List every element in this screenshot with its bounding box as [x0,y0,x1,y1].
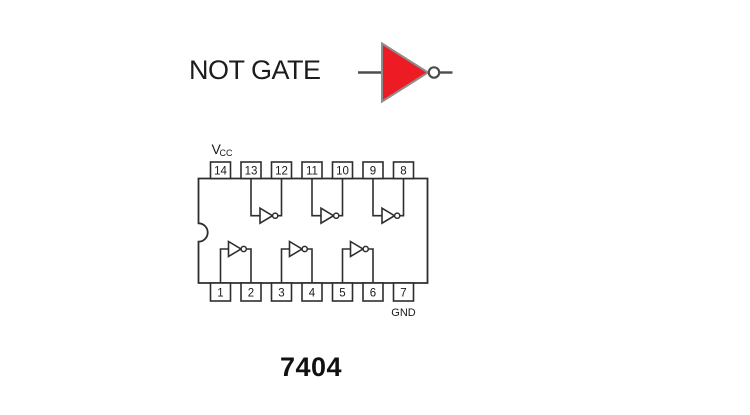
pin-number: 2 [248,288,254,300]
inverter-output-wire [399,178,405,217]
inverter-triangle-icon [381,41,430,104]
inverter-input-wire [219,248,229,283]
inverter-output-wire [277,178,283,217]
inverter-output-wire [368,248,374,283]
inverter-gate-1-2 [219,240,252,283]
inverter-gate-5-6 [341,240,374,283]
svg-text:CC: CC [220,148,233,158]
pin-7: 7 [392,282,415,302]
pin-5: 5 [331,282,354,302]
pin-8: 8 [392,161,415,180]
pin-6: 6 [362,282,384,302]
inverter-output-wire [338,178,344,217]
ic-body [197,177,429,284]
inversion-bubble-icon [332,212,340,220]
pin-10: 10 [331,161,354,180]
inversion-bubble-icon [240,245,248,253]
inverter-output-wire [307,248,313,283]
inverter-triangle-icon [349,240,365,258]
inversion-bubble-icon [271,212,279,220]
pin-number: 7 [400,288,406,300]
inverter-gate-11-10 [311,178,344,225]
pin-14: 14 [209,161,232,180]
pin-number: 12 [275,166,288,178]
pin-number: 8 [400,166,406,178]
pin-number: 13 [245,166,258,178]
inverter-triangle-icon [259,206,275,225]
not-gate-symbol [358,41,453,104]
inverter-triangle-icon [320,206,336,225]
pin-number: 4 [309,288,316,300]
inverter-output-wire [246,248,252,283]
inverter-gate-3-4 [280,240,313,283]
pin-12: 12 [270,161,293,180]
pin-number: 9 [370,166,376,178]
inverter-input-wire [311,178,321,217]
pin-number: 1 [217,288,223,300]
inverter-input-wire [280,248,290,283]
inverter-triangle-icon [288,240,304,258]
inverter-triangle-icon [381,206,397,225]
inverter-input-wire [250,178,260,217]
pin-number: 6 [370,288,376,300]
pin-11: 11 [301,161,323,180]
chip-part-number: 7404 [280,352,343,382]
ic-7404-pinout-diagram: V CC GND 14 13 12 11 10 9 [197,141,429,319]
pin-number: 10 [336,166,349,178]
inversion-bubble-icon [427,66,441,79]
pin-1: 1 [209,282,232,302]
pin-number: 14 [214,166,227,178]
inverter-input-wire [341,248,351,283]
page-title: NOT GATE [189,55,321,85]
pin-3: 3 [270,282,293,302]
inversion-bubble-icon [362,245,370,253]
pin-4: 4 [301,282,323,302]
svg-text:V: V [212,141,222,157]
pin-box [209,161,232,180]
inverter-triangle-icon [227,240,243,258]
pin-9: 9 [362,161,384,180]
inverter-gate-9-8 [372,178,405,225]
pin-13: 13 [240,161,262,180]
gnd-label: GND [391,307,416,319]
inverter-input-wire [372,178,382,217]
inversion-bubble-icon [301,245,309,253]
pin-number: 3 [278,288,284,300]
vcc-label: V CC [212,141,233,158]
inverter-gate-13-12 [250,178,283,225]
inversion-bubble-icon [393,212,401,220]
pin-box [392,282,415,302]
pin-number: 5 [339,288,345,300]
pin-2: 2 [240,282,262,302]
pin-number: 11 [306,166,318,178]
